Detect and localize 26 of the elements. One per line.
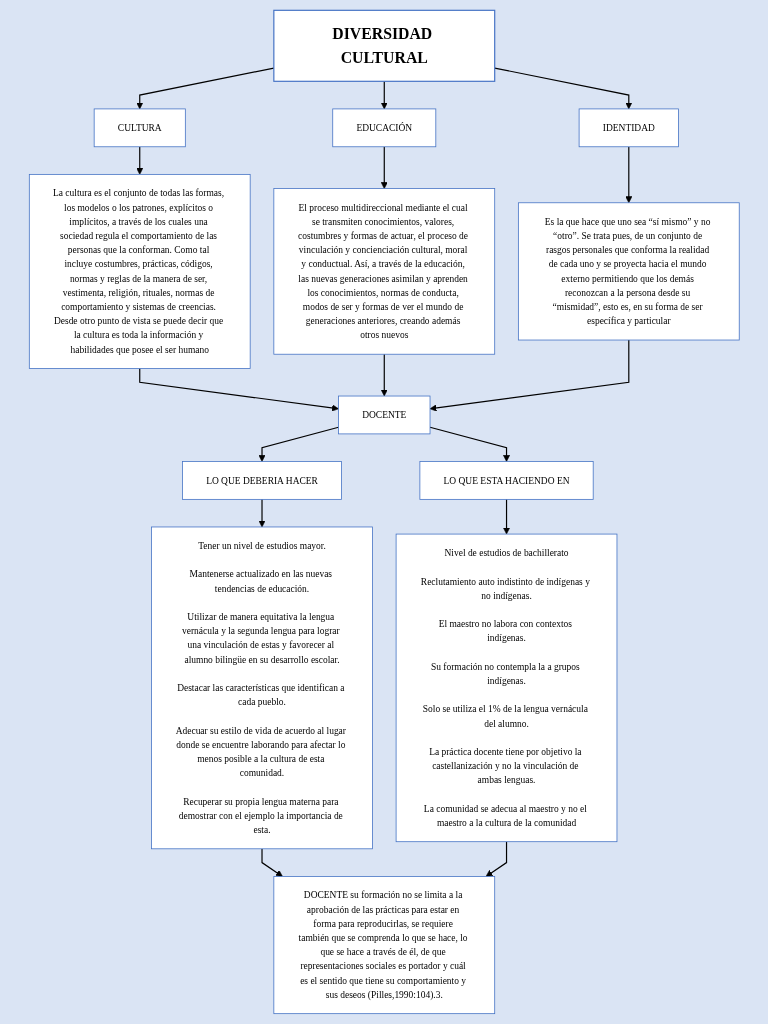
arrow	[429, 339, 630, 412]
node-box: Es la que hace que uno sea “sí mismo” y no “otro”. Se trata pues, de un conjunto de rasgos personales que conforma la realidad de cada uno y se proyecta hacia el mundo externo permitiendo que los demás reconozcan a la persona desde su “mismidad”, esto es, en su forma de ser específica y particular	[517, 202, 740, 341]
node-box: El proceso multidireccional mediante el cual se transmiten conocimientos, valores, costumbres y formas de actuar, el proceso de vinculación y concienciación cultural, moral y conductual. Así, a través de la educación, las nuevas generaciones asimilan y aprenden los conocimientos, normas de conducta, modos de ser y formas de ver el mundo de generaciones anteriores, creando además otros nuevos	[273, 188, 495, 355]
node-box: La cultura es el conjunto de todas las formas, los modelos o los patrones, explícitos o implícitos, a través de los cuales una sociedad regula el comportamiento de las personas que la conforman. Como tal incluye costumbres, prácticas, códigos, normas y reglas de la manera de ser, vestimenta, religión, rituales, normas de comportamiento y sistemas de creencias. Desde otro punto de vista se puede decir que la cultura es toda la información y habilidades que posee el ser humano	[28, 174, 251, 369]
node-box: CULTURA	[93, 108, 186, 148]
node-box: LO QUE ESTA HACIENDO EN	[419, 461, 594, 500]
arrow	[138, 367, 339, 412]
arrow	[380, 146, 388, 189]
node-box: EDUCACIÓN	[332, 108, 436, 148]
node-box: DOCENTE	[337, 395, 431, 435]
node-box: DOCENTE su formación no se limita a la aprobación de las prácticas para estar en forma para reproducirlas, se requiere también que se comprenda lo que se hace, lo que se hace a través de él, de que representaciones sociales es portador y cuál es el sentido que tiene su comportamiento y sus deseos (Pilles,1990:104).3.	[273, 876, 495, 1015]
arrow	[258, 426, 339, 462]
arrow	[485, 841, 507, 877]
arrow	[380, 80, 388, 110]
arrow	[429, 426, 510, 462]
arrow	[261, 848, 283, 877]
arrow	[380, 353, 388, 397]
node-box: LO QUE DEBERIA HACER	[181, 461, 342, 500]
node-box: Tener un nivel de estudios mayor. Mantenerse actualizado en las nuevas tendencias de educación. Utilizar de manera equitativa la lengua vernácula y la segunda lengua para lograr una vinculación de estas y favorecer al alumno bilingüe en su desarrollo escolar. Destacar las características que identifican a cada pueblo. Adecuar su estilo de vida de acuerdo al lugar donde se encuentre laborando para afectar lo menos posible a la cultura de esta comunidad. Recuperar su propia lengua materna para demostrar con el ejemplo la importancia de esta.	[150, 526, 373, 850]
node-box: IDENTIDAD	[578, 108, 679, 148]
arrow	[502, 498, 510, 535]
node-box: DIVERSIDAD CULTURAL	[272, 9, 495, 82]
node-box: Nivel de estudios de bachillerato Reclutamiento auto indistinto de indígenas y no indígenas. El maestro no labora con contextos indígenas. Su formación no contempla la a grupos indígenas. Solo se utiliza el 1% de la lengua vernácula del alumno. La práctica docente tiene por objetivo la castellanización y no la vinculación de ambas lenguas. La comunidad se adecua al maestro y no el maestro a la cultura de la comunidad	[395, 533, 618, 843]
arrow	[136, 146, 143, 175]
arrow	[258, 498, 266, 528]
arrow	[625, 146, 632, 204]
